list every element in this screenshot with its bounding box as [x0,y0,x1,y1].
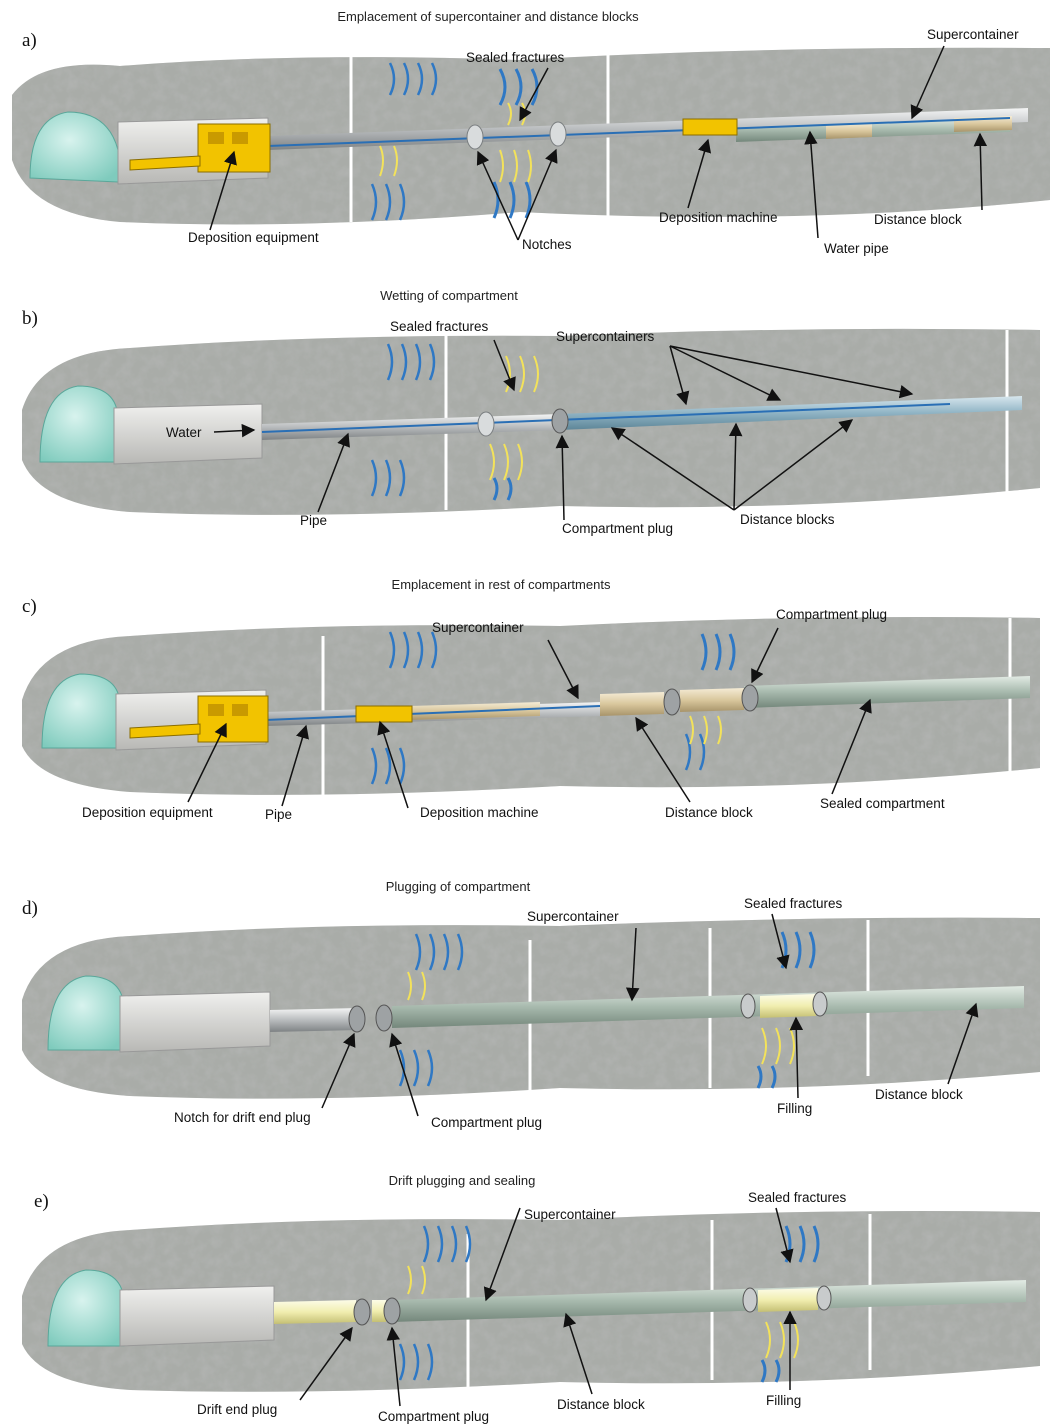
label-sealed-compartment: Sealed compartment [820,796,945,811]
drift-tube [270,1008,360,1032]
notch [550,122,566,146]
label-distance-block: Distance block [874,212,962,227]
notch [354,1299,370,1325]
notch [817,1286,831,1310]
notch [741,994,755,1018]
deposition-machine [683,119,737,135]
label-compartment-plug: Compartment plug [776,607,887,622]
label-supercontainer: Supercontainer [524,1207,616,1222]
label-distance-block: Distance block [875,1087,963,1102]
label-deposition-equipment: Deposition equipment [82,805,213,820]
panel-c-letter: c) [22,596,37,617]
label-distance-block: Distance block [665,805,753,820]
label-supercontainer: Supercontainer [432,620,524,635]
panel-b-letter: b) [22,308,38,329]
compartment-plug [552,409,568,433]
label-compartment-plug: Compartment plug [378,1409,489,1424]
label-supercontainers: Supercontainers [556,329,655,344]
label-supercontainer: Supercontainer [927,27,1019,42]
label-distance-block: Distance block [557,1397,645,1412]
label-deposition-equipment: Deposition equipment [188,230,319,245]
label-pipe: Pipe [265,807,292,822]
label-pipe: Pipe [300,513,327,528]
label-drift-end-plug: Drift end plug [197,1402,277,1417]
panel-a-title: Emplacement of supercontainer and distan… [337,9,639,24]
label-distance-blocks: Distance blocks [740,512,835,527]
deposition-machine [356,706,412,722]
filling-segment [760,994,816,1018]
panel-e-title: Drift plugging and sealing [389,1173,536,1188]
concrete-drift-section [120,1286,274,1346]
notch [349,1006,365,1032]
panel-d-title: Plugging of compartment [386,879,531,894]
label-deposition-machine: Deposition machine [420,805,539,820]
notch [478,412,494,436]
label-filling: Filling [777,1101,812,1116]
filling-segment [758,1288,818,1312]
label-sealed-fractures: Sealed fractures [390,319,489,334]
label-compartment-plug: Compartment plug [431,1115,542,1130]
label-sealed-fractures: Sealed fractures [466,50,565,65]
distance-block-segment [600,692,664,716]
panel-e-letter: e) [34,1191,49,1212]
label-deposition-machine: Deposition machine [659,210,778,225]
compartment-plug [742,685,758,711]
label-filling: Filling [766,1393,801,1408]
panel-b-title: Wetting of compartment [380,288,518,303]
panel-c-title: Emplacement in rest of compartments [392,577,611,592]
label-water: Water [166,425,202,440]
compartment-plug [384,1298,400,1324]
concrete-drift-section [120,992,270,1052]
notch [664,689,680,715]
label-sealed-fractures: Sealed fractures [748,1190,847,1205]
label-sealed-fractures: Sealed fractures [744,896,843,911]
notch [813,992,827,1016]
panel-c: Emplacement in rest of compartments c) [22,577,1040,822]
panel-a-letter: a) [22,30,37,51]
label-notches: Notches [522,237,572,252]
label-notch-drift-end-plug: Notch for drift end plug [174,1110,311,1125]
panel-b: Wetting of compartment b) Water Sealed f… [22,288,1040,536]
notch [467,125,483,149]
label-supercontainer: Supercontainer [527,909,619,924]
panel-a: Emplacement of supercontainer and distan… [12,9,1050,256]
panel-d-letter: d) [22,898,38,919]
panel-e: Drift plugging and sealing e) Superconta… [22,1173,1040,1424]
label-water-pipe: Water pipe [824,241,889,256]
notch [743,1288,757,1312]
compartment-plug [376,1005,392,1031]
distance-block-segment [680,688,744,712]
label-compartment-plug: Compartment plug [562,521,673,536]
panel-d: Plugging of compartment d) Supercontaine… [22,879,1040,1130]
drift-end-plug [274,1300,356,1324]
